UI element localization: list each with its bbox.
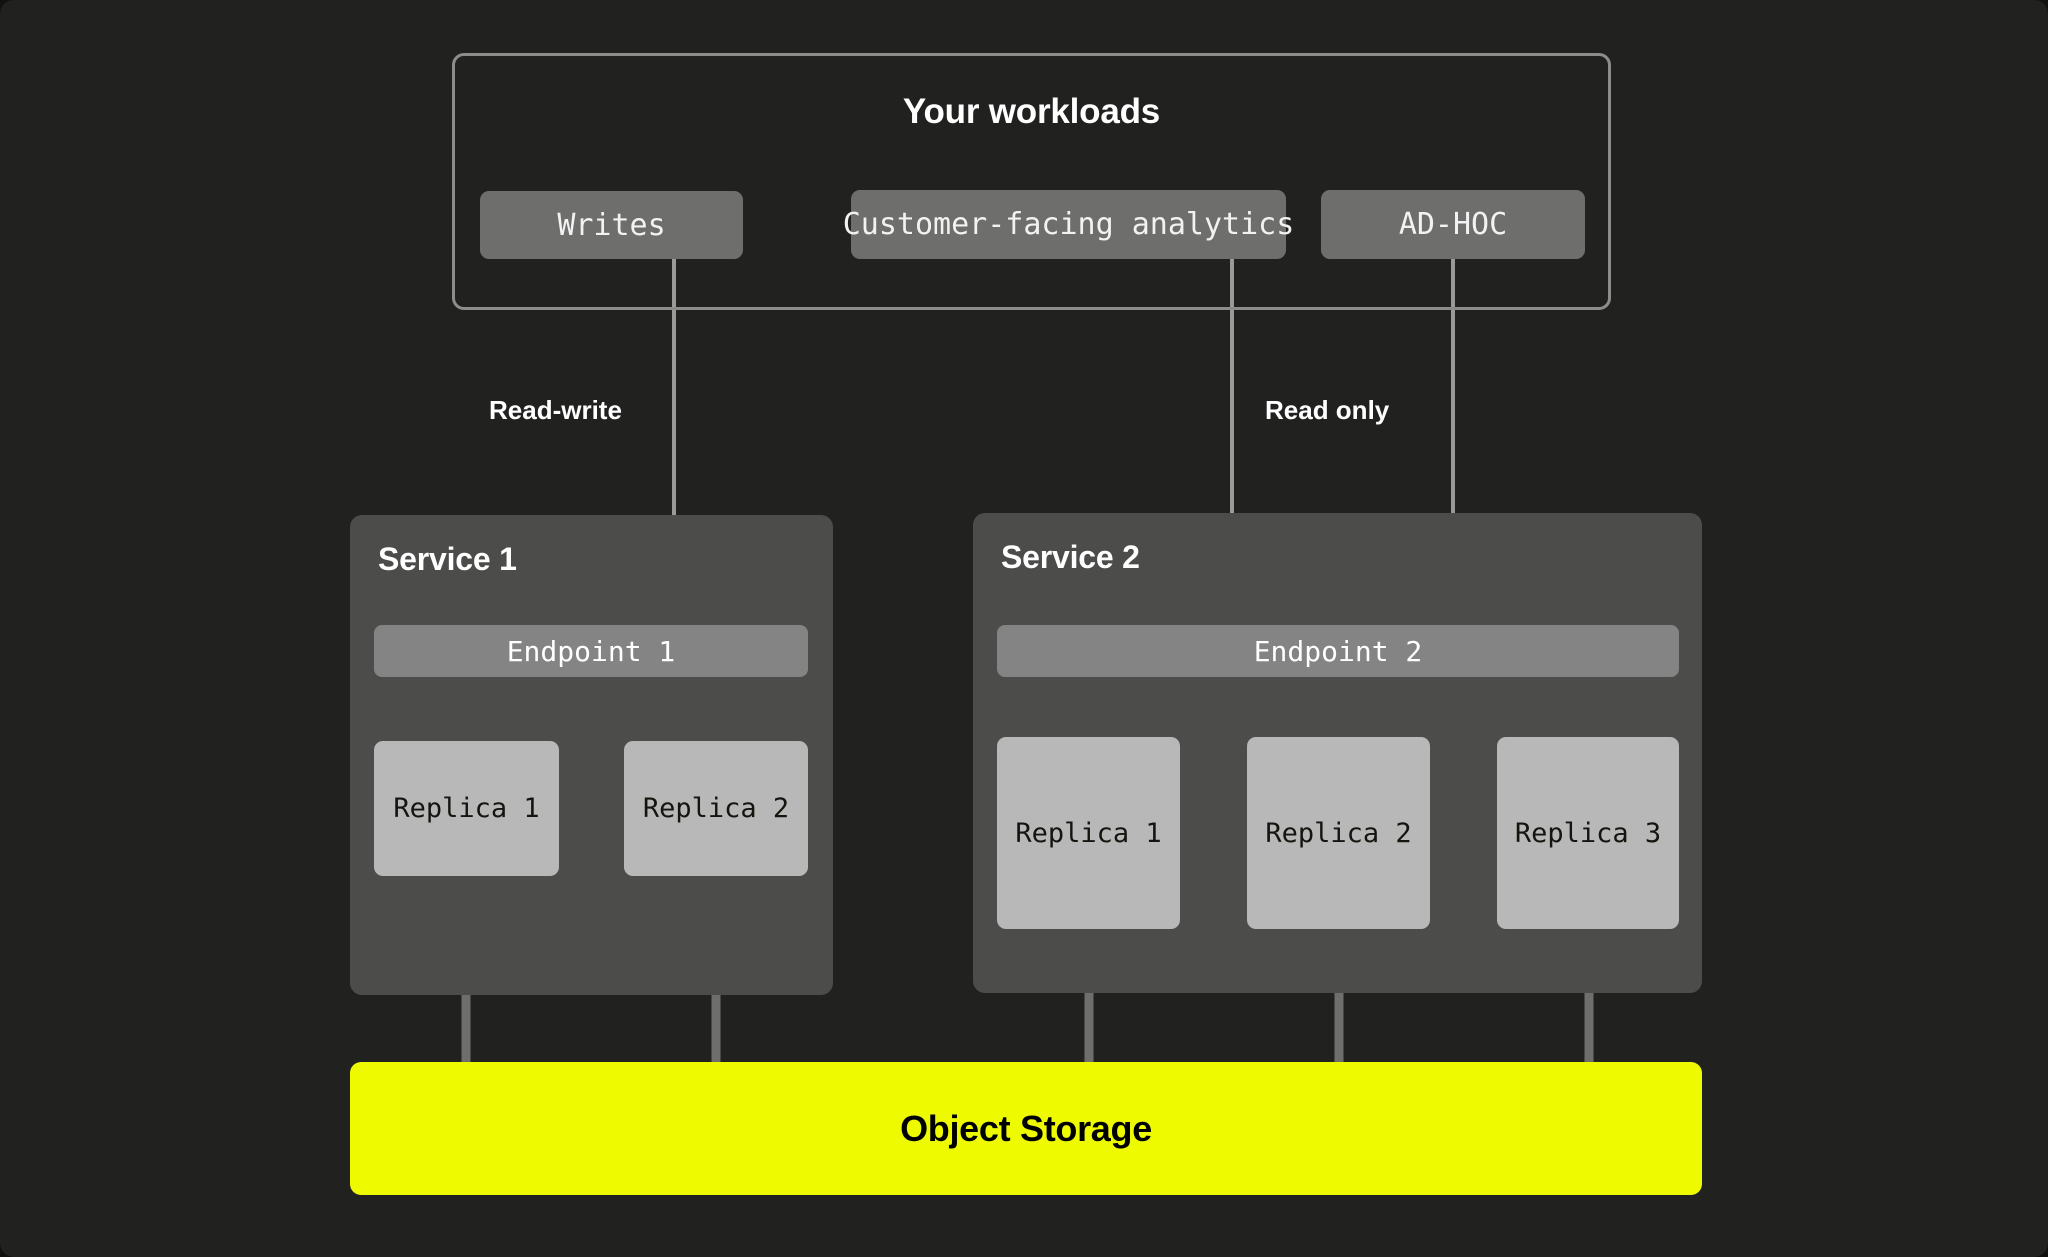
workload-chip-label: AD-HOC	[1398, 207, 1508, 242]
replica-box[interactable]: Replica 2	[624, 741, 808, 876]
replica-box[interactable]: Replica 3	[1497, 737, 1679, 929]
replica-box[interactable]: Replica 1	[374, 741, 559, 876]
replica-box[interactable]: Replica 2	[1247, 737, 1430, 929]
service-panel-1: Service 1 Endpoint 1 Replica 1 Replica 2	[350, 515, 833, 995]
endpoint-bar-1[interactable]: Endpoint 1	[374, 625, 808, 677]
service-panel-2: Service 2 Endpoint 2 Replica 1 Replica 2…	[973, 513, 1702, 993]
workload-chip-label: Customer-facing analytics	[842, 207, 1295, 242]
endpoint-label: Endpoint 2	[1253, 634, 1423, 668]
replica-label: Replica 1	[1015, 817, 1162, 849]
edge-label-read-write: Read-write	[489, 395, 622, 425]
workload-chip-writes[interactable]: Writes	[480, 191, 743, 259]
workload-chip-customer-facing-analytics[interactable]: Customer-facing analytics	[843, 190, 1294, 259]
endpoint-label: Endpoint 1	[506, 634, 676, 668]
workloads-container: Your workloads	[452, 53, 1611, 310]
workload-chip-ad-hoc[interactable]: AD-HOC	[1321, 190, 1585, 259]
service-title: Service 1	[378, 541, 517, 577]
replica-label: Replica 2	[1265, 817, 1412, 849]
service-title: Service 2	[1001, 539, 1140, 575]
edge-label-read-only: Read only	[1265, 395, 1390, 425]
replica-label: Replica 3	[1514, 817, 1662, 849]
endpoint-bar-2[interactable]: Endpoint 2	[997, 625, 1679, 677]
replica-label: Replica 2	[642, 793, 790, 824]
object-storage-bar[interactable]: Object Storage	[350, 1062, 1702, 1195]
replica-label: Replica 1	[393, 793, 540, 824]
object-storage-label: Object Storage	[900, 1107, 1152, 1149]
workloads-title: Your workloads	[902, 92, 1161, 131]
workload-chip-label: Writes	[557, 207, 666, 243]
replica-box[interactable]: Replica 1	[997, 737, 1180, 929]
